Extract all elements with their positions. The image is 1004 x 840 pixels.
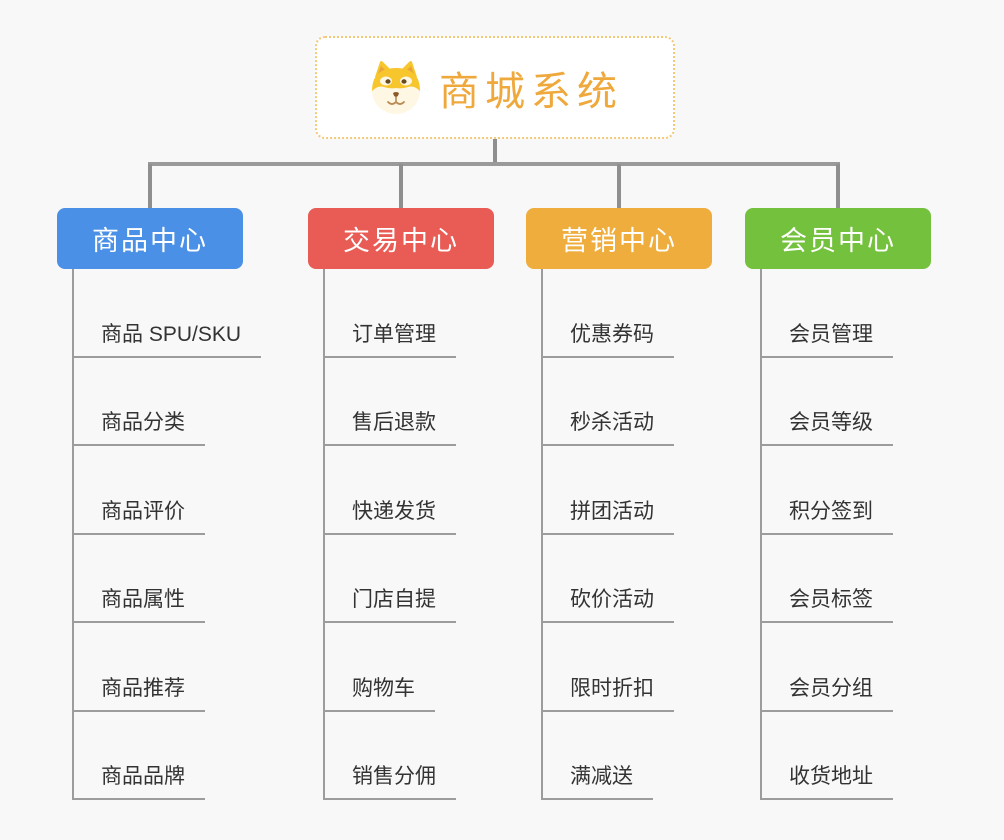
leaf-node[interactable]: 商品属性	[74, 535, 205, 623]
branch-leaf-list: 会员管理 会员等级 积分签到 会员标签 会员分组 收货地址	[760, 269, 893, 800]
leaf-node[interactable]: 拼团活动	[543, 446, 674, 535]
branch-node-product-center[interactable]: 商品中心	[57, 208, 243, 269]
leaf-node[interactable]: 商品 SPU/SKU	[74, 269, 262, 358]
leaf-node[interactable]: 门店自提	[325, 535, 456, 623]
leaf-node[interactable]: 商品分类	[74, 358, 205, 446]
leaf-node[interactable]: 商品推荐	[74, 623, 205, 712]
dog-icon	[372, 60, 420, 114]
leaf-node[interactable]: 限时折扣	[543, 623, 674, 712]
root-title: 商城系统	[439, 69, 623, 114]
branch-label: 商品中心	[92, 226, 208, 256]
leaf-node[interactable]: 销售分佣	[325, 712, 456, 800]
leaf-node[interactable]: 会员标签	[762, 535, 893, 623]
branch-drop-line	[617, 164, 621, 208]
branch-label: 会员中心	[780, 226, 896, 256]
leaf-node[interactable]: 秒杀活动	[543, 358, 674, 446]
branch-node-marketing-center[interactable]: 营销中心	[526, 208, 712, 269]
branch-drop-line	[148, 164, 152, 208]
leaf-node[interactable]: 快递发货	[325, 446, 456, 535]
root-connector-line	[493, 139, 497, 164]
branch-leaf-list: 订单管理 售后退款 快递发货 门店自提 购物车 销售分佣	[323, 269, 456, 800]
branch-drop-line	[399, 164, 403, 208]
leaf-node[interactable]: 会员管理	[762, 269, 893, 358]
leaf-node[interactable]: 会员等级	[762, 358, 893, 446]
branch-leaf-list: 商品 SPU/SKU 商品分类 商品评价 商品属性 商品推荐 商品品牌	[72, 269, 262, 800]
leaf-node[interactable]: 商品品牌	[74, 712, 205, 800]
leaf-node[interactable]: 砍价活动	[543, 535, 674, 623]
branch-leaf-list: 优惠券码 秒杀活动 拼团活动 砍价活动 限时折扣 满减送	[541, 269, 674, 800]
branch-node-trade-center[interactable]: 交易中心	[308, 208, 494, 269]
branch-bus-line	[148, 162, 840, 166]
root-node[interactable]: 商城系统	[315, 36, 675, 139]
leaf-node[interactable]: 满减送	[543, 712, 653, 800]
branch-node-member-center[interactable]: 会员中心	[745, 208, 931, 269]
leaf-node[interactable]: 收货地址	[762, 712, 893, 800]
leaf-node[interactable]: 会员分组	[762, 623, 893, 712]
branch-label: 交易中心	[343, 226, 459, 256]
leaf-node[interactable]: 商品评价	[74, 446, 205, 535]
branch-label: 营销中心	[561, 226, 677, 256]
branch-drop-line	[836, 164, 840, 208]
leaf-node[interactable]: 售后退款	[325, 358, 456, 446]
leaf-node[interactable]: 订单管理	[325, 269, 456, 358]
leaf-node[interactable]: 积分签到	[762, 446, 893, 535]
leaf-node[interactable]: 购物车	[325, 623, 435, 712]
leaf-node[interactable]: 优惠券码	[543, 269, 674, 358]
